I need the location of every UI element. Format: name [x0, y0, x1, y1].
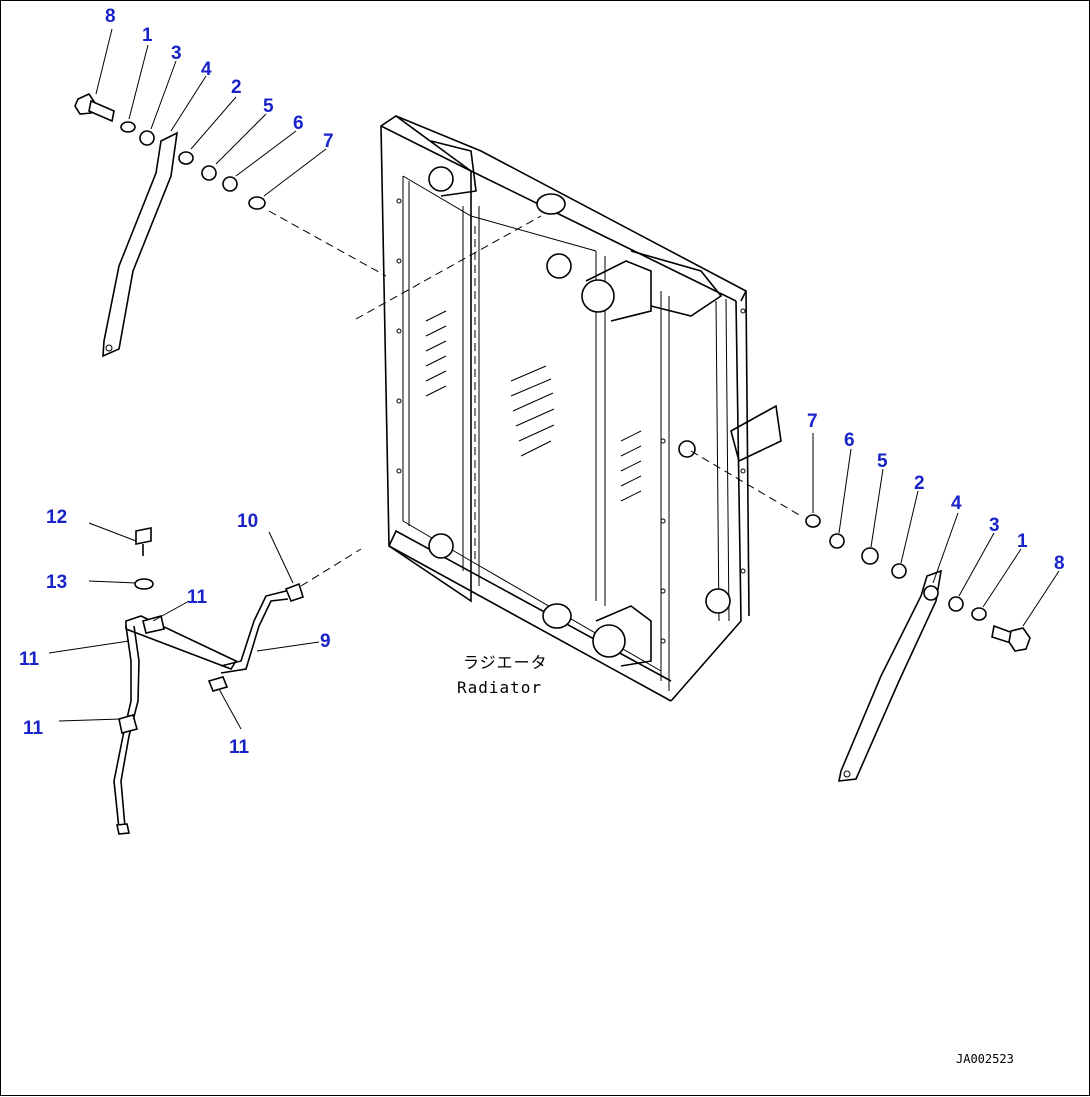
callout-r-5: 5: [877, 451, 888, 472]
bolt-right: [991, 624, 1031, 652]
washer-left-1: [120, 121, 136, 133]
callout-tl-1: 1: [142, 25, 153, 46]
radiator-caption-en: Radiator: [457, 678, 542, 697]
bolt-left: [74, 92, 115, 123]
callout-tl-4: 4: [201, 59, 212, 80]
callout-r-4: 4: [951, 493, 962, 514]
callout-r-3: 3: [989, 515, 1000, 536]
bushing-right-5: [861, 547, 879, 565]
callout-bl-12: 12: [46, 507, 67, 528]
callout-tl-8: 8: [105, 6, 116, 27]
callout-bl-13: 13: [46, 572, 67, 593]
washer-right-6: [829, 533, 845, 549]
callout-tl-7: 7: [323, 131, 334, 152]
callout-r-2: 2: [914, 473, 925, 494]
callout-bl-9: 9: [320, 631, 331, 652]
washer-right-1: [971, 607, 987, 621]
radiator: [380, 115, 782, 702]
leader-lines: [48, 28, 1060, 730]
callout-bl-11-bottom: 11: [229, 737, 250, 758]
callout-bl-11-top: 11: [187, 587, 208, 608]
callout-tl-6: 6: [293, 113, 304, 134]
radiator-caption-jp: ラジエータ: [463, 653, 548, 672]
bushing-left-5: [201, 165, 217, 181]
lock-washer-right-3: [948, 596, 964, 612]
drawing-code: JA002523: [956, 1052, 1014, 1066]
callout-bl-11-left: 11: [19, 649, 40, 670]
callout-tl-3: 3: [171, 43, 182, 64]
lock-washer-left-3: [139, 130, 155, 146]
washer-left-6: [222, 176, 238, 192]
collar-right-2: [891, 563, 907, 579]
callout-r-8: 8: [1054, 553, 1065, 574]
callout-bl-10: 10: [237, 511, 258, 532]
callout-tl-5: 5: [263, 96, 274, 117]
hose-assembly: [113, 527, 304, 835]
callout-bl-11-lower: 11: [23, 718, 44, 739]
callout-r-1: 1: [1017, 531, 1028, 552]
stay-left: [102, 131, 194, 358]
callout-r-7: 7: [807, 411, 818, 432]
callout-tl-2: 2: [231, 77, 242, 98]
callout-r-6: 6: [844, 430, 855, 451]
washer-left-7: [248, 196, 266, 210]
washer-right-7: [805, 514, 821, 528]
stay-right: [837, 569, 943, 782]
